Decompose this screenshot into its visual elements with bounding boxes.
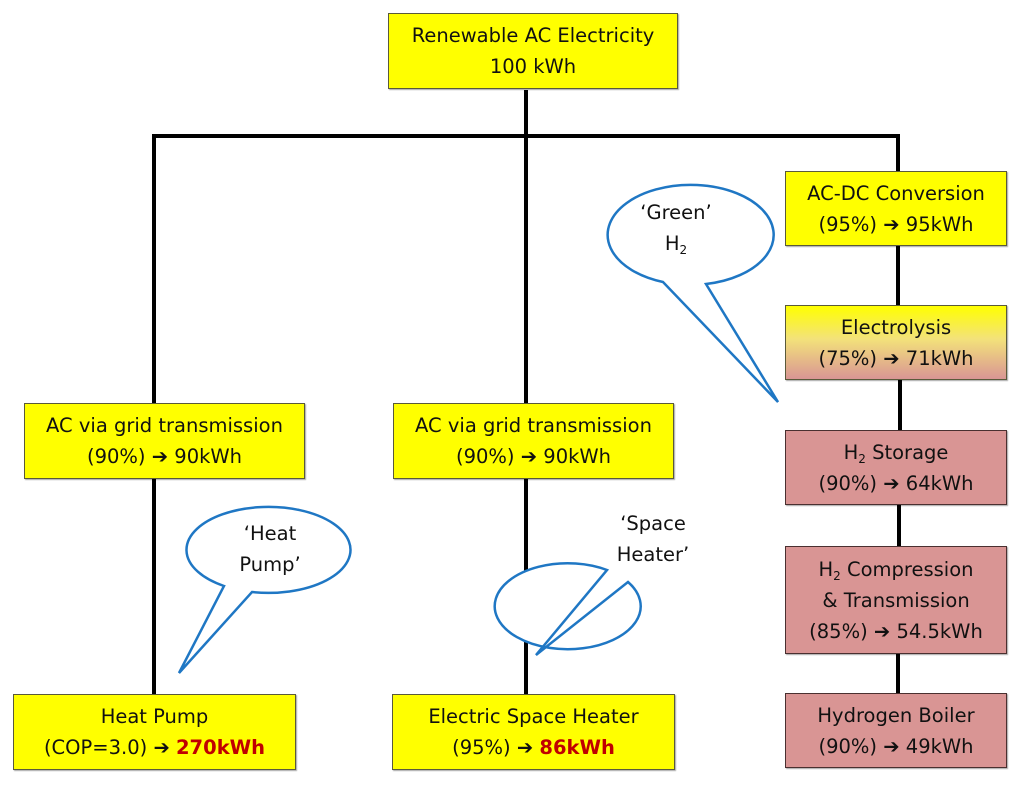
step-title: H2 Compression [818,557,974,583]
grid-title: AC via grid transmission [415,414,652,437]
space-heater-output: 86kWh [539,736,615,759]
arrow-right-icon: ➔ [883,471,900,495]
heat-pump-title: Heat Pump [100,705,209,728]
output: 90kWh [174,445,243,468]
output: 54.5kWh [896,619,983,643]
step-title: Electrolysis [840,315,952,339]
efficiency: (95%) [818,212,878,236]
ac-dc-conversion-box: AC-DC Conversion (95%) ➔ 95kWh [785,171,1007,246]
space-heater-grid-box: AC via grid transmission (90%) ➔ 90kWh [393,403,674,479]
arrow-right-icon: ➔ [153,736,170,759]
space-heater-callout: ‘Space Heater’ [616,512,690,566]
arrow-right-icon: ➔ [151,445,169,468]
arrow-right-icon: ➔ [883,212,900,236]
efficiency: (95%) [452,736,511,759]
connector-left-branch [152,134,156,404]
electrolysis-box: Electrolysis (75%) ➔ 71kWh [785,305,1007,380]
green-h2-callout: ‘Green’ H2 [640,201,712,257]
source-value: 100 kWh [489,55,577,78]
space-heater-title: Electric Space Heater [428,705,639,728]
connector-right-3 [897,503,901,547]
h2-compression-box: H2 Compression & Transmission (85%) ➔ 54… [785,546,1007,654]
connector-left-lower [152,478,156,696]
arrow-right-icon: ➔ [883,346,900,370]
efficiency: (75%) [818,346,878,370]
efficiency: (90%) [86,445,146,468]
connector-right-branch [896,134,900,174]
efficiency: (90%) [818,471,878,495]
output: 49kWh [905,734,974,758]
efficiency: (90%) [455,445,515,468]
efficiency: (85%) [809,619,868,643]
green-h2-callout-shape [606,183,780,403]
step-title: AC-DC Conversion [807,181,985,205]
output: 90kWh [543,445,612,468]
arrow-right-icon: ➔ [883,734,900,758]
heat-pump-callout-shape [177,505,352,674]
output: 64kWh [905,471,974,495]
connector-right-1 [896,245,900,307]
source-title: Renewable AC Electricity [411,24,655,47]
efficiency: (90%) [818,734,878,758]
heat-pump-grid-box: AC via grid transmission (90%) ➔ 90kWh [24,403,305,479]
arrow-right-icon: ➔ [516,736,534,759]
heat-pump-callout: ‘Heat Pump’ [239,522,301,576]
source-box: Renewable AC Electricity 100 kWh [388,13,678,89]
h2-storage-box: H2 Storage (90%) ➔ 64kWh [785,430,1007,505]
output: 71kWh [905,346,974,370]
connector-source-down [524,90,528,138]
arrow-right-icon: ➔ [520,445,538,468]
output: 95kWh [905,212,974,236]
connector-right-2 [898,378,902,432]
arrow-right-icon: ➔ [873,619,891,643]
step-title-line2: & Transmission [822,588,970,612]
heat-pump-box: Heat Pump (COP=3.0) ➔ 270kWh [13,694,296,770]
efficiency: (COP=3.0) [43,736,148,759]
hydrogen-boiler-box: Hydrogen Boiler (90%) ➔ 49kWh [785,693,1007,768]
step-title: Hydrogen Boiler [817,703,975,727]
connector-right-4 [896,653,900,695]
connector-middle-branch [524,134,528,404]
space-heater-box: Electric Space Heater (95%) ➔ 86kWh [392,694,675,770]
grid-title: AC via grid transmission [46,414,283,437]
heat-pump-output: 270kWh [175,736,266,759]
step-title: H2 Storage [843,440,949,466]
space-heater-callout-shape [493,561,642,656]
